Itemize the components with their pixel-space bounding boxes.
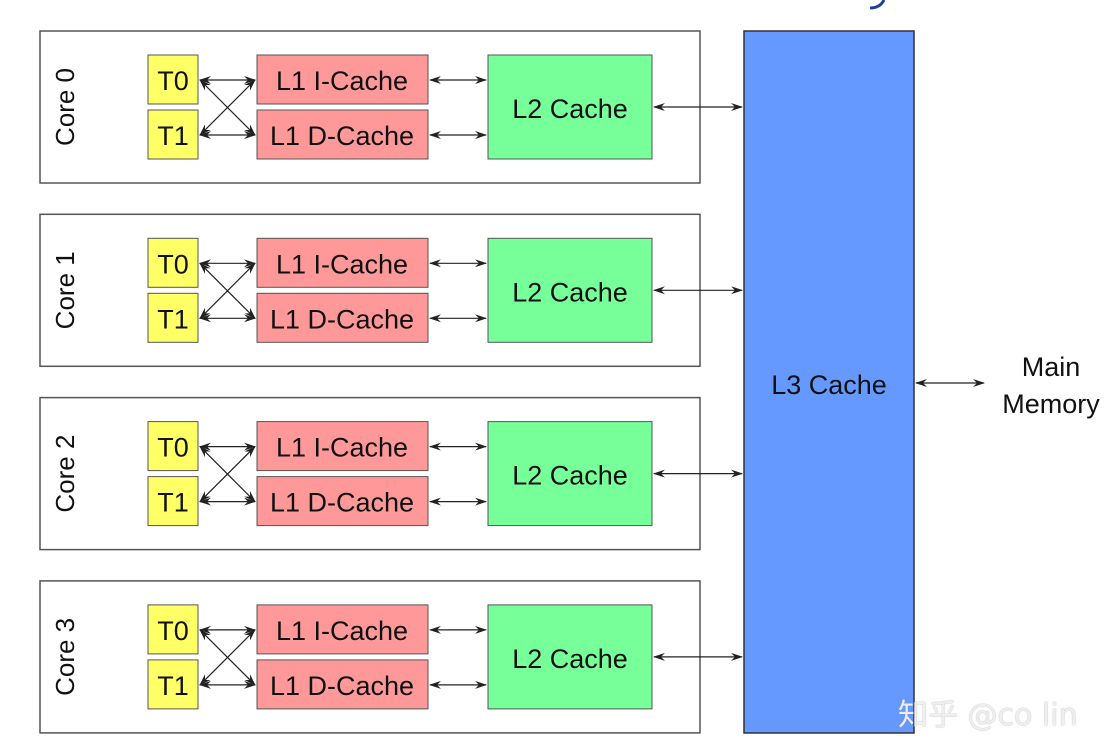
l2-cache-box: [487, 604, 653, 710]
l1-icache-box: [256, 237, 429, 288]
l2-cache-label: L2 Cache: [512, 461, 628, 491]
thread-t0-box: [147, 237, 199, 288]
l2-cache-label: L2 Cache: [512, 644, 628, 674]
thread-t0-label: T0: [157, 433, 189, 463]
thread-t0-box: [147, 54, 199, 105]
l1-icache-label: L1 I-Cache: [276, 433, 408, 463]
thread-t0-box: [147, 421, 199, 472]
thread-t1-box: [147, 292, 199, 343]
l2-cache-box: [487, 237, 653, 343]
l1-dcache-label: L1 D-Cache: [270, 121, 414, 151]
l1-dcache-label: L1 D-Cache: [270, 671, 414, 701]
main-memory-label-line1: Main: [1022, 352, 1081, 382]
l3-cache-block: [743, 30, 915, 734]
thread-t0-box: [147, 604, 199, 655]
l1-dcache-label: L1 D-Cache: [270, 488, 414, 518]
l1-icache-label: L1 I-Cache: [276, 66, 408, 96]
l3-cache-label: L3 Cache: [771, 370, 887, 400]
l1-dcache-box: [256, 476, 429, 527]
core-3-label: Core 3: [50, 618, 80, 696]
thread-t1-label: T1: [157, 671, 189, 701]
main-memory-label-line2: Memory: [1002, 389, 1100, 419]
watermark: 知乎 @co lin: [898, 698, 1078, 733]
l2-cache-label: L2 Cache: [512, 277, 628, 307]
l1-icache-box: [256, 421, 429, 472]
l2-cache-box: [487, 421, 653, 527]
thread-t0-label: T0: [157, 249, 189, 279]
thread-t0-label: T0: [157, 616, 189, 646]
thread-t1-label: T1: [157, 304, 189, 334]
thread-t1-box: [147, 659, 199, 710]
thread-t1-box: [147, 476, 199, 527]
title-fragment: [869, 0, 886, 10]
l1-dcache-box: [256, 292, 429, 343]
thread-t1-label: T1: [157, 121, 189, 151]
l2-cache-label: L2 Cache: [512, 94, 628, 124]
thread-t1-label: T1: [157, 488, 189, 518]
l1-dcache-box: [256, 659, 429, 710]
core-1-label: Core 1: [50, 251, 80, 329]
thread-t0-label: T0: [157, 66, 189, 96]
l1-icache-box: [256, 54, 429, 105]
t1-l1i-arrow: [199, 445, 256, 503]
t1-l1i-arrow: [199, 262, 256, 320]
l1-icache-label: L1 I-Cache: [276, 249, 408, 279]
l1-icache-box: [256, 604, 429, 655]
core-2-label: Core 2: [50, 435, 80, 513]
t1-l1i-arrow: [199, 79, 256, 136]
t1-l1i-arrow: [199, 629, 256, 686]
l1-icache-label: L1 I-Cache: [276, 616, 408, 646]
l2-cache-box: [487, 54, 653, 160]
core-0-label: Core 0: [50, 68, 80, 146]
l1-dcache-box: [256, 109, 429, 160]
l1-dcache-label: L1 D-Cache: [270, 304, 414, 334]
thread-t1-box: [147, 109, 199, 160]
